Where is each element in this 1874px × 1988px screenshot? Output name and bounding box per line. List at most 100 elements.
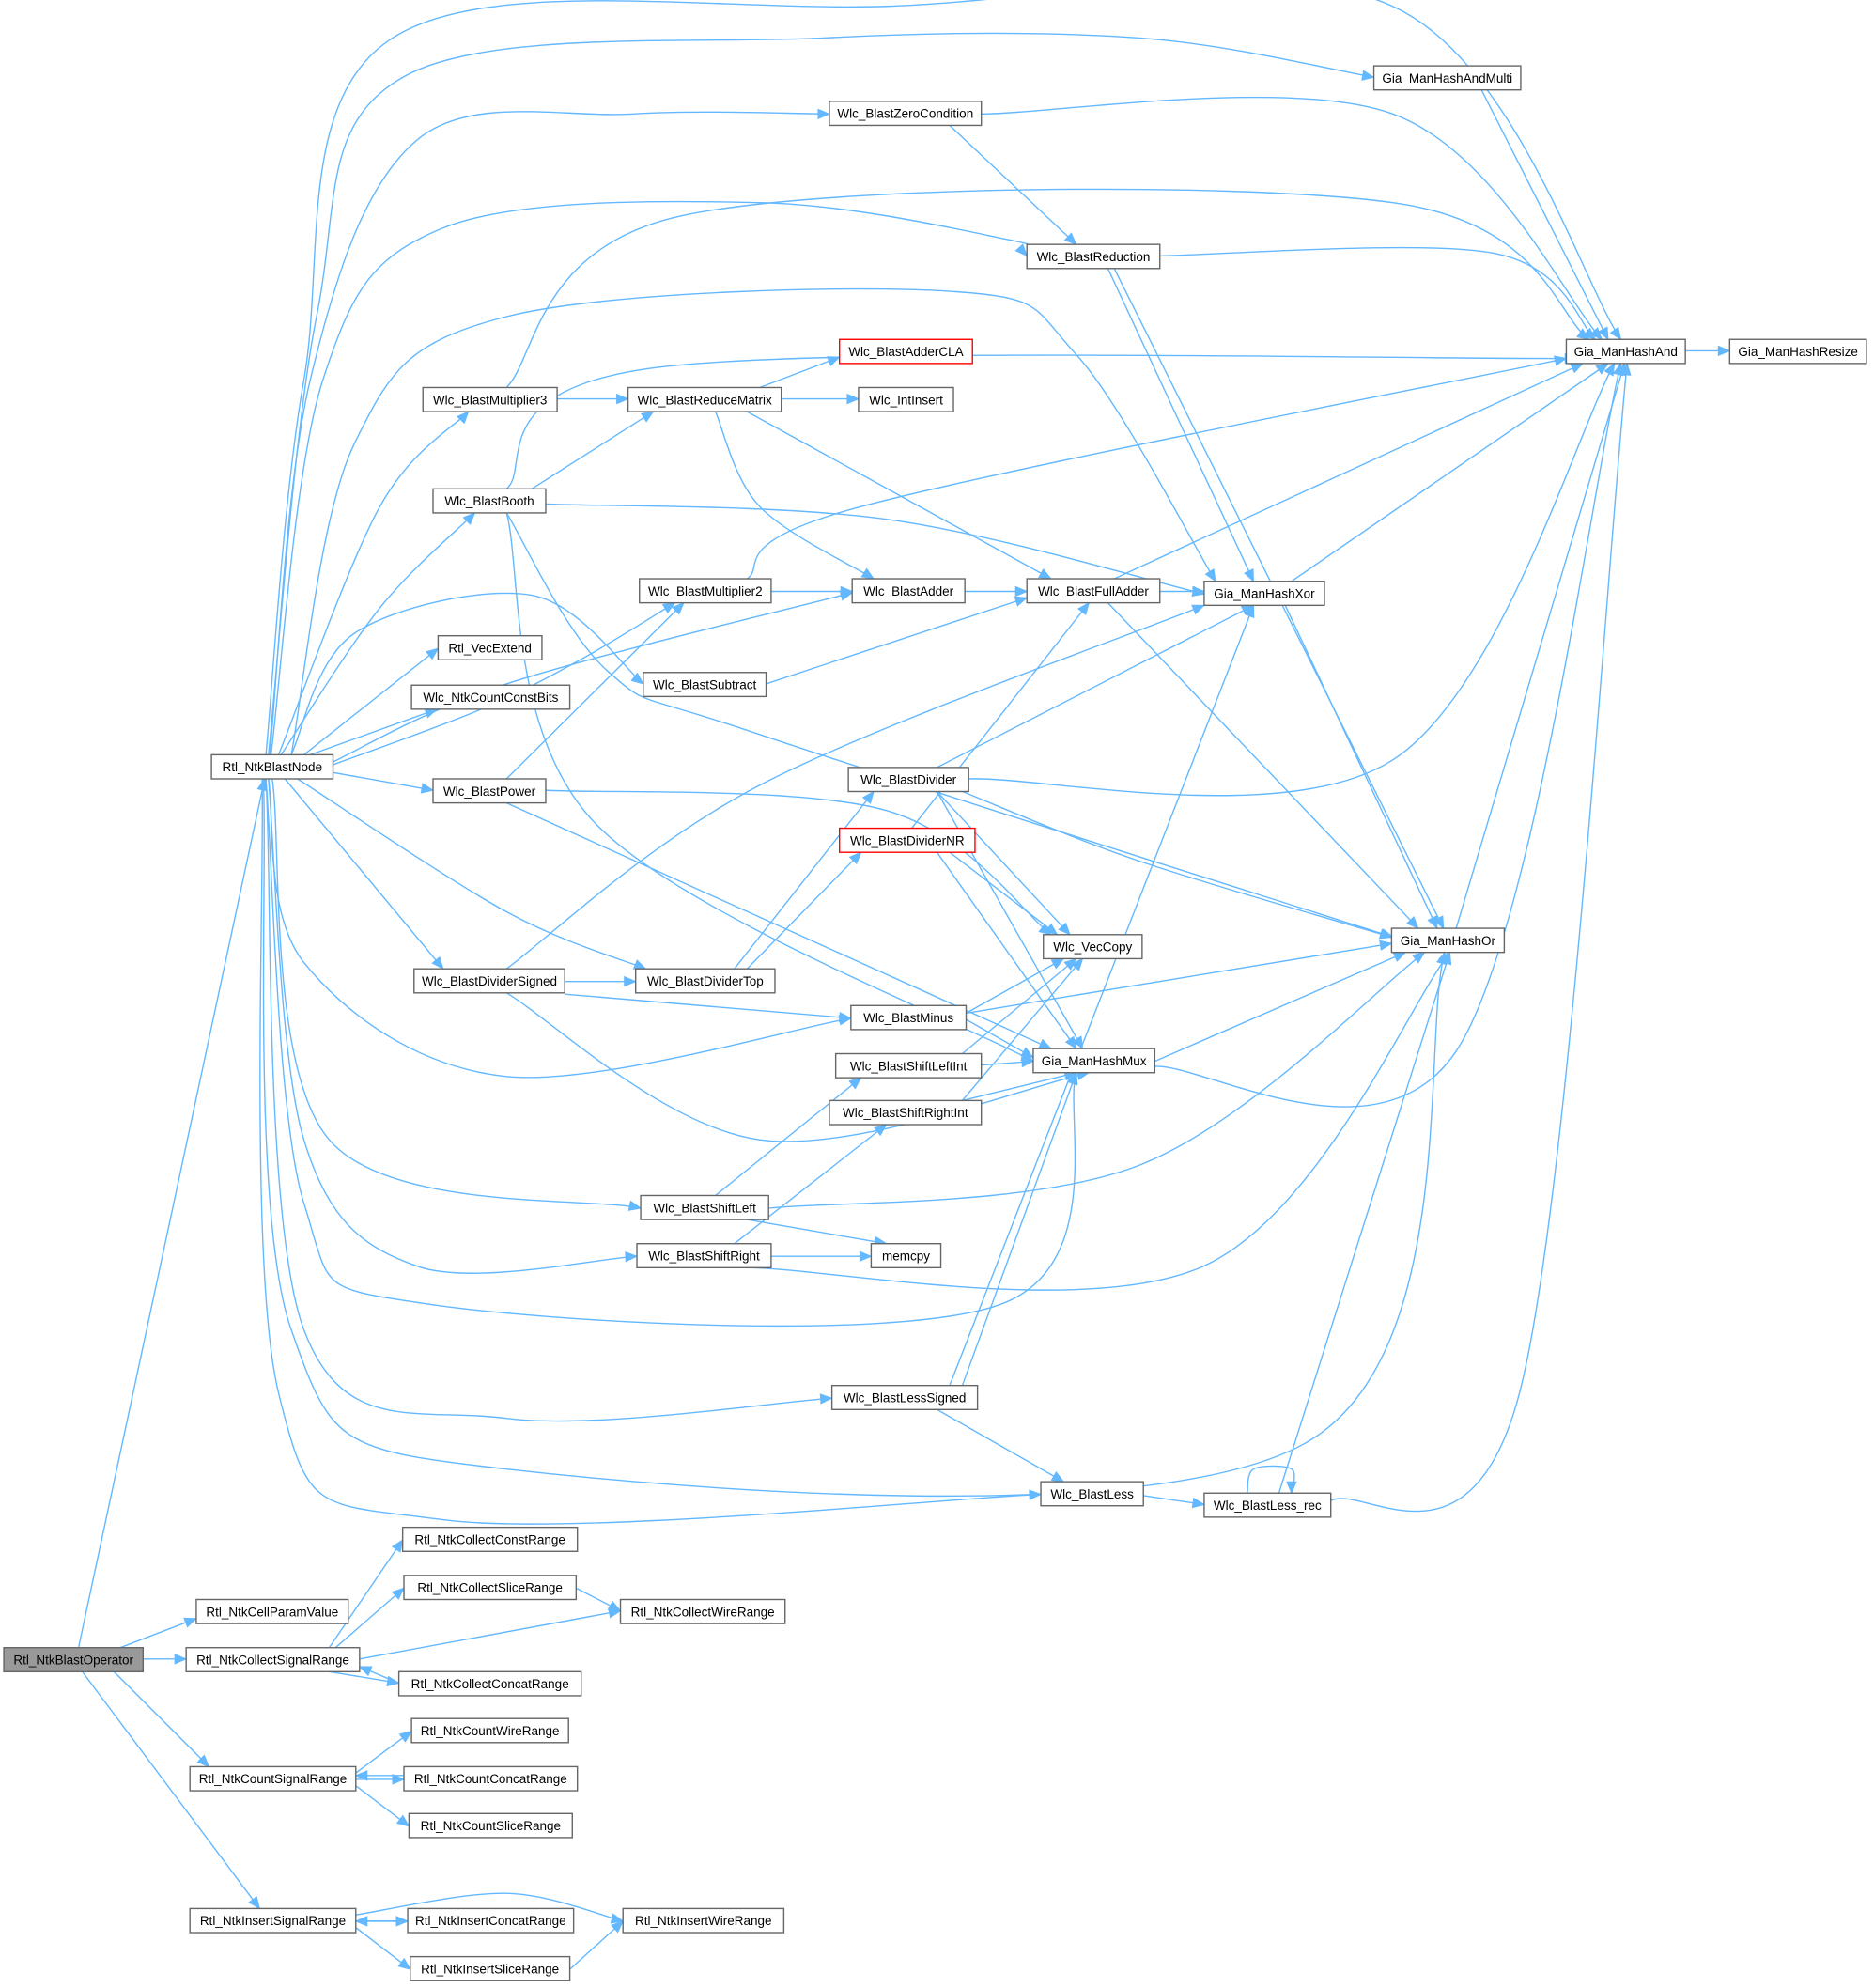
edge-divider-to-hashor	[962, 790, 1392, 939]
node-countconst[interactable]: Wlc_NtkCountConstBits	[410, 684, 571, 710]
node-box-dividernr	[839, 827, 976, 853]
node-addercla[interactable]: Wlc_BlastAdderCLA	[839, 338, 973, 365]
node-label-power: Wlc_BlastPower	[443, 784, 536, 799]
node-collectsig[interactable]: Rtl_NtkCollectSignalRange	[185, 1647, 361, 1673]
node-label-collectsig: Rtl_NtkCollectSignalRange	[196, 1654, 349, 1668]
node-collectslice[interactable]: Rtl_NtkCollectSliceRange	[403, 1575, 578, 1601]
node-lessrec[interactable]: Wlc_BlastLess_rec	[1203, 1492, 1332, 1518]
node-minus[interactable]: Wlc_BlastMinus	[850, 1004, 968, 1031]
node-hashand[interactable]: Gia_ManHashAnd	[1565, 338, 1686, 365]
node-insertwire[interactable]: Rtl_NtkInsertWireRange	[622, 1907, 785, 1934]
node-box-adder	[851, 578, 966, 604]
node-countslice[interactable]: Rtl_NtkCountSliceRange	[408, 1812, 573, 1839]
node-cellparam[interactable]: Rtl_NtkCellParamValue	[195, 1598, 349, 1624]
node-insertslice[interactable]: Rtl_NtkInsertSliceRange	[410, 1955, 571, 1981]
node-insertconcat[interactable]: Rtl_NtkInsertConcatRange	[407, 1907, 575, 1934]
node-countwire[interactable]: Rtl_NtkCountWireRange	[410, 1717, 569, 1744]
edge-arrowhead-lesssigned-to-hashmux	[1067, 1071, 1077, 1086]
edge-arrowhead-divider-to-hashand	[1603, 362, 1616, 377]
node-blastnode[interactable]: Rtl_NtkBlastNode	[210, 753, 334, 780]
node-divider[interactable]: Wlc_BlastDivider	[847, 767, 969, 793]
node-adder[interactable]: Wlc_BlastAdder	[851, 578, 966, 604]
edge-blastnode-to-dividertop	[297, 778, 646, 970]
node-box-countsig	[189, 1765, 357, 1792]
node-label-insertwire: Rtl_NtkInsertWireRange	[635, 1914, 772, 1928]
node-less[interactable]: Wlc_BlastLess	[1040, 1481, 1144, 1507]
node-hashmux[interactable]: Gia_ManHashMux	[1032, 1048, 1156, 1074]
edge-arrowhead-mult2-to-adder	[840, 585, 854, 598]
edge-arrowhead-op-to-insertsig	[248, 1895, 261, 1910]
node-countsig[interactable]: Rtl_NtkCountSignalRange	[189, 1765, 357, 1792]
node-shiftleftint[interactable]: Wlc_BlastShiftLeftInt	[834, 1052, 983, 1079]
node-collectwire[interactable]: Rtl_NtkCollectWireRange	[619, 1598, 786, 1624]
node-fulladder[interactable]: Wlc_BlastFullAdder	[1026, 578, 1161, 604]
edge-arrowhead-collectconcat-to-collectsig	[358, 1666, 373, 1677]
node-box-subtract	[643, 672, 767, 698]
edge-blastnode-to-less	[259, 778, 1042, 1525]
node-dividersigned[interactable]: Wlc_BlastDividerSigned	[413, 968, 565, 994]
node-subtract[interactable]: Wlc_BlastSubtract	[643, 672, 767, 698]
node-collectconcat[interactable]: Rtl_NtkCollectConcatRange	[397, 1670, 582, 1697]
node-power[interactable]: Wlc_BlastPower	[432, 778, 547, 804]
node-layer: Rtl_NtkBlastOperatorRtl_NtkBlastNodeRtl_…	[3, 65, 1867, 1981]
node-hashandmulti[interactable]: Gia_ManHashAndMulti	[1372, 65, 1522, 91]
node-box-shiftright	[636, 1243, 772, 1269]
edge-dividertop-to-dividernr	[746, 851, 862, 970]
edge-arrowhead-reduction-to-hashxor	[1244, 567, 1255, 582]
node-dividernr[interactable]: Wlc_BlastDividerNR	[839, 827, 976, 853]
node-op[interactable]: Rtl_NtkBlastOperator	[3, 1647, 145, 1673]
node-veccopy[interactable]: Wlc_VecCopy	[1043, 934, 1143, 960]
node-box-power	[432, 778, 547, 804]
edge-reducematrix-to-adder	[714, 411, 875, 580]
edge-dividernr-to-hashmux	[936, 851, 1077, 1049]
edge-dividernr-to-fulladder	[910, 602, 1090, 830]
edge-hashmux-to-hashor	[1154, 952, 1406, 1063]
edge-arrowhead-fulladder-to-hashxor	[1192, 585, 1206, 598]
edge-arrowhead-blastnode-to-reduction	[1014, 243, 1029, 257]
node-reducematrix[interactable]: Wlc_BlastReduceMatrix	[627, 386, 782, 412]
node-hashor[interactable]: Gia_ManHashOr	[1390, 927, 1506, 954]
node-countconcat[interactable]: Rtl_NtkCountConcatRange	[403, 1765, 579, 1792]
edge-arrowhead-reducematrix-to-fulladder	[1038, 567, 1052, 580]
node-box-booth	[432, 488, 547, 514]
edge-hashandmulti-to-hashand	[1480, 89, 1609, 340]
node-box-shiftrightint	[829, 1099, 983, 1126]
edge-arrowhead-hashandmulti-to-hashand	[1598, 326, 1609, 341]
node-memcpy[interactable]: memcpy	[870, 1243, 942, 1269]
node-zerocond[interactable]: Wlc_BlastZeroCondition	[829, 101, 983, 127]
edge-arrowhead-shiftleftint-to-hashmux	[1021, 1056, 1035, 1068]
node-mult2[interactable]: Wlc_BlastMultiplier2	[639, 578, 772, 604]
edge-arrowhead-minus-to-hashmux	[1020, 1047, 1035, 1059]
node-label-collectwire: Rtl_NtkCollectWireRange	[631, 1605, 775, 1619]
node-hashxor[interactable]: Gia_ManHashXor	[1203, 581, 1325, 607]
node-collectconst[interactable]: Rtl_NtkCollectConstRange	[401, 1526, 579, 1552]
edge-shiftleft-to-hashor	[768, 952, 1425, 1209]
node-box-collectwire	[619, 1598, 786, 1624]
node-reduction[interactable]: Wlc_BlastReduction	[1026, 243, 1161, 270]
node-label-less: Wlc_BlastLess	[1050, 1487, 1134, 1501]
edge-arrowhead-shiftright-to-shiftrightint	[874, 1124, 888, 1137]
edge-hashxor-to-hashor	[1284, 605, 1438, 929]
node-label-hashandmulti: Gia_ManHashAndMulti	[1382, 71, 1512, 85]
node-vecextend[interactable]: Rtl_VecExtend	[437, 634, 543, 660]
node-intinsert[interactable]: Wlc_IntInsert	[858, 386, 954, 412]
node-booth[interactable]: Wlc_BlastBooth	[432, 488, 547, 514]
edge-dividertop-to-divider	[734, 791, 875, 970]
node-box-hashand	[1565, 338, 1686, 365]
node-box-hashxor	[1203, 581, 1325, 607]
edge-arrowhead-hashxor-to-hashor	[1427, 915, 1438, 930]
node-hashresize[interactable]: Gia_ManHashResize	[1728, 338, 1867, 365]
node-shiftrightint[interactable]: Wlc_BlastShiftRightInt	[829, 1099, 983, 1126]
edge-shiftright-to-hashor	[747, 952, 1450, 1291]
node-dividertop[interactable]: Wlc_BlastDividerTop	[634, 968, 776, 994]
edge-arrowhead-blastnode-to-hashandmulti	[1361, 70, 1375, 81]
node-shiftright[interactable]: Wlc_BlastShiftRight	[636, 1243, 772, 1269]
node-label-lessrec: Wlc_BlastLess_rec	[1214, 1499, 1322, 1513]
node-box-hashresize	[1728, 338, 1867, 365]
edge-arrowhead-countconcat-to-countsig	[354, 1770, 368, 1781]
node-insertsig[interactable]: Rtl_NtkInsertSignalRange	[189, 1907, 357, 1934]
node-shiftleft[interactable]: Wlc_BlastShiftLeft	[640, 1194, 769, 1220]
node-mult3[interactable]: Wlc_BlastMultiplier3	[422, 386, 558, 412]
node-box-less	[1040, 1481, 1144, 1507]
node-lesssigned[interactable]: Wlc_BlastLessSigned	[830, 1384, 979, 1410]
